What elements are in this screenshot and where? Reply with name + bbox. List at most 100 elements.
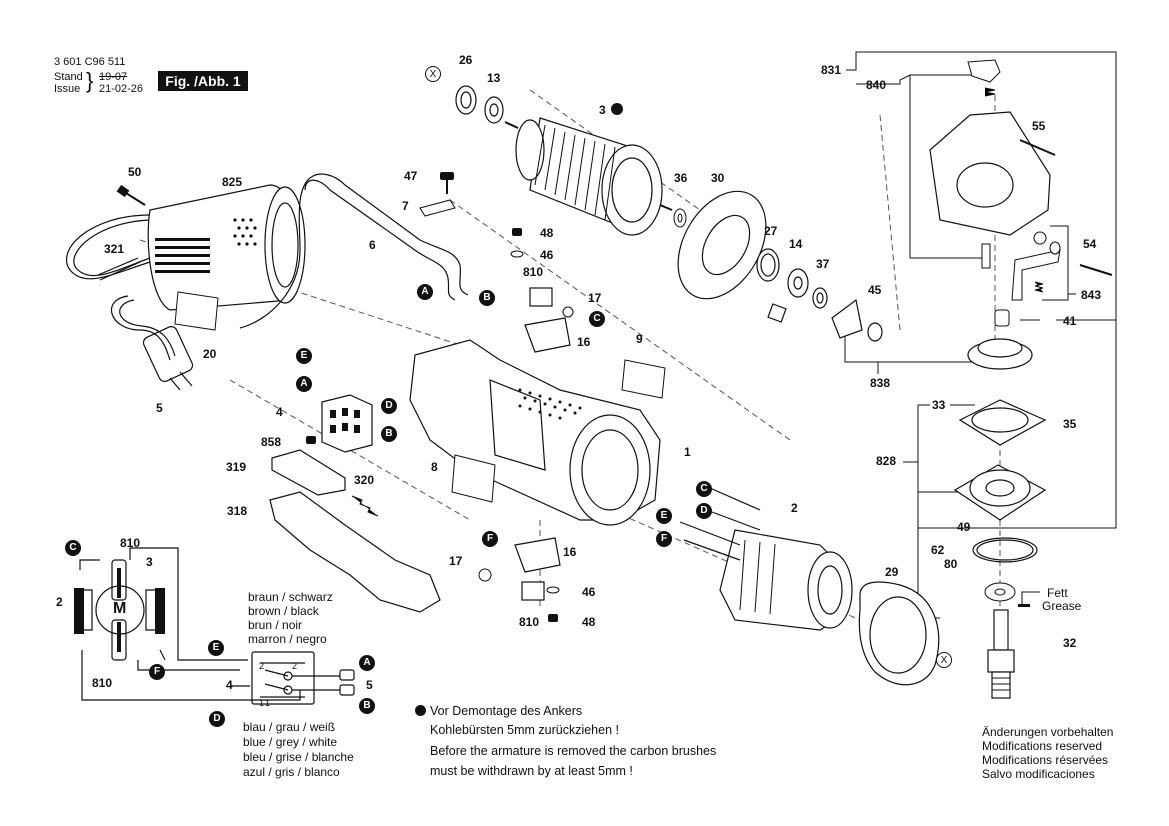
grease-label-en: Grease bbox=[1042, 599, 1082, 613]
part-55: 55 bbox=[1032, 119, 1046, 133]
part-46-bottom: 46 bbox=[582, 585, 596, 599]
modifications-line: Modifications reserved bbox=[982, 739, 1103, 753]
part-14: 14 bbox=[789, 237, 803, 251]
part-840: 840 bbox=[866, 78, 887, 92]
modifications-line: Salvo modificaciones bbox=[982, 767, 1095, 781]
modifications-line: Änderungen vorbehalten bbox=[982, 725, 1114, 739]
part-46-top: 46 bbox=[540, 248, 554, 262]
doc-number: 3 601 C96 511 bbox=[54, 56, 126, 68]
callout-e-field: E bbox=[656, 508, 672, 524]
callout-f-brush: F bbox=[482, 531, 498, 547]
part-825: 825 bbox=[222, 175, 243, 189]
brush-color-line: brun / noir bbox=[248, 618, 303, 632]
wiring-callout-b: B bbox=[359, 698, 375, 714]
wiring-callout-e: E bbox=[208, 640, 224, 656]
part-17-top: 17 bbox=[588, 291, 602, 305]
switch-color-line: bleu / grise / blanche bbox=[243, 750, 354, 764]
wiring-callout-d: D bbox=[209, 711, 225, 727]
callout-a-cable: A bbox=[417, 284, 433, 300]
stand-label: Stand bbox=[54, 71, 83, 83]
part-29: 29 bbox=[885, 565, 899, 579]
switch-terminal-2a: 2 bbox=[259, 661, 265, 671]
wiring-callout-f: F bbox=[149, 664, 165, 680]
callout-d-field: D bbox=[696, 503, 712, 519]
bullet-icon bbox=[611, 103, 623, 115]
part-858: 858 bbox=[261, 435, 282, 449]
callout-x-bottom: X bbox=[936, 652, 952, 668]
switch-terminal-2b: 2 bbox=[292, 661, 298, 671]
part-2: 2 bbox=[791, 501, 798, 515]
callout-c-field: C bbox=[696, 481, 712, 497]
wiring-part-2: 2 bbox=[56, 595, 63, 609]
brush-wire-colors: braun / schwarz brown / black brun / noi… bbox=[248, 591, 333, 645]
part-49: 49 bbox=[957, 520, 971, 534]
callout-d-switch: D bbox=[381, 398, 397, 414]
modifications-notice: Änderungen vorbehalten Modifications res… bbox=[982, 726, 1113, 780]
switch-terminal-1a: 1 bbox=[259, 698, 265, 708]
part-7: 7 bbox=[402, 199, 409, 213]
part-828: 828 bbox=[876, 454, 897, 468]
part-810-top: 810 bbox=[523, 265, 544, 279]
modifications-line: Modifications réservées bbox=[982, 753, 1109, 767]
part-1: 1 bbox=[684, 445, 691, 459]
switch-color-line: blue / grey / white bbox=[243, 735, 338, 749]
switch-terminal-1b: 1 bbox=[265, 698, 271, 708]
brush-color-line: marron / negro bbox=[248, 632, 327, 646]
part-13: 13 bbox=[487, 71, 501, 85]
callout-c-brush: C bbox=[589, 311, 605, 327]
callout-e-switch: E bbox=[296, 348, 312, 364]
part-321: 321 bbox=[104, 242, 125, 256]
part-831: 831 bbox=[821, 63, 842, 77]
wiring-810-top: 810 bbox=[120, 536, 141, 550]
part-54: 54 bbox=[1083, 237, 1097, 251]
motor-symbol: M bbox=[113, 600, 127, 617]
wiring-callout-a: A bbox=[359, 655, 375, 671]
part-5: 5 bbox=[156, 401, 163, 415]
part-4: 4 bbox=[276, 405, 283, 419]
wiring-810-bottom: 810 bbox=[92, 676, 113, 690]
brush-color-line: brown / black bbox=[248, 604, 319, 618]
part-36: 36 bbox=[674, 171, 688, 185]
part-843: 843 bbox=[1081, 288, 1102, 302]
part-32: 32 bbox=[1063, 636, 1077, 650]
part-8: 8 bbox=[431, 460, 438, 474]
part-16-bottom: 16 bbox=[563, 545, 577, 559]
callout-f-field: F bbox=[656, 531, 672, 547]
brush-color-line: braun / schwarz bbox=[248, 590, 333, 604]
part-17-bottom: 17 bbox=[449, 554, 463, 568]
part-30: 30 bbox=[711, 171, 725, 185]
part-318: 318 bbox=[227, 504, 248, 518]
part-33: 33 bbox=[932, 398, 946, 412]
part-48-bottom: 48 bbox=[582, 615, 596, 629]
brace-glyph: } bbox=[86, 68, 94, 93]
part-20: 20 bbox=[203, 347, 217, 361]
part-838: 838 bbox=[870, 376, 891, 390]
callout-b-cable: B bbox=[479, 290, 495, 306]
part-9: 9 bbox=[636, 332, 643, 346]
part-62: 62 bbox=[931, 543, 945, 557]
part-320: 320 bbox=[354, 473, 375, 487]
part-16-top: 16 bbox=[577, 335, 591, 349]
switch-wire-colors: blau / grau / weiß blue / grey / white b… bbox=[243, 721, 354, 778]
note-de-line2: Kohlebürsten 5mm zurückziehen ! bbox=[430, 723, 619, 737]
part-26: 26 bbox=[459, 53, 473, 67]
wiring-part-3: 3 bbox=[146, 555, 153, 569]
note-en-line2: must be withdrawn by at least 5mm ! bbox=[430, 764, 633, 778]
part-41: 41 bbox=[1063, 314, 1077, 328]
wiring-callout-c: C bbox=[65, 540, 81, 556]
part-6: 6 bbox=[369, 238, 376, 252]
callout-a-switch: A bbox=[296, 376, 312, 392]
part-35: 35 bbox=[1063, 417, 1077, 431]
issue-label: Issue bbox=[54, 83, 81, 95]
part-45: 45 bbox=[868, 283, 882, 297]
part-47: 47 bbox=[404, 169, 418, 183]
wiring-part-4: 4 bbox=[226, 678, 233, 692]
part-50: 50 bbox=[128, 165, 142, 179]
issue-date: 21-02-26 bbox=[99, 83, 144, 95]
part-37: 37 bbox=[816, 257, 830, 271]
part-48-top: 48 bbox=[540, 226, 554, 240]
note-en-line1: Before the armature is removed the carbo… bbox=[430, 744, 717, 758]
grease-label-de: Fett bbox=[1047, 586, 1068, 600]
switch-color-line: azul / gris / blanco bbox=[243, 765, 340, 779]
